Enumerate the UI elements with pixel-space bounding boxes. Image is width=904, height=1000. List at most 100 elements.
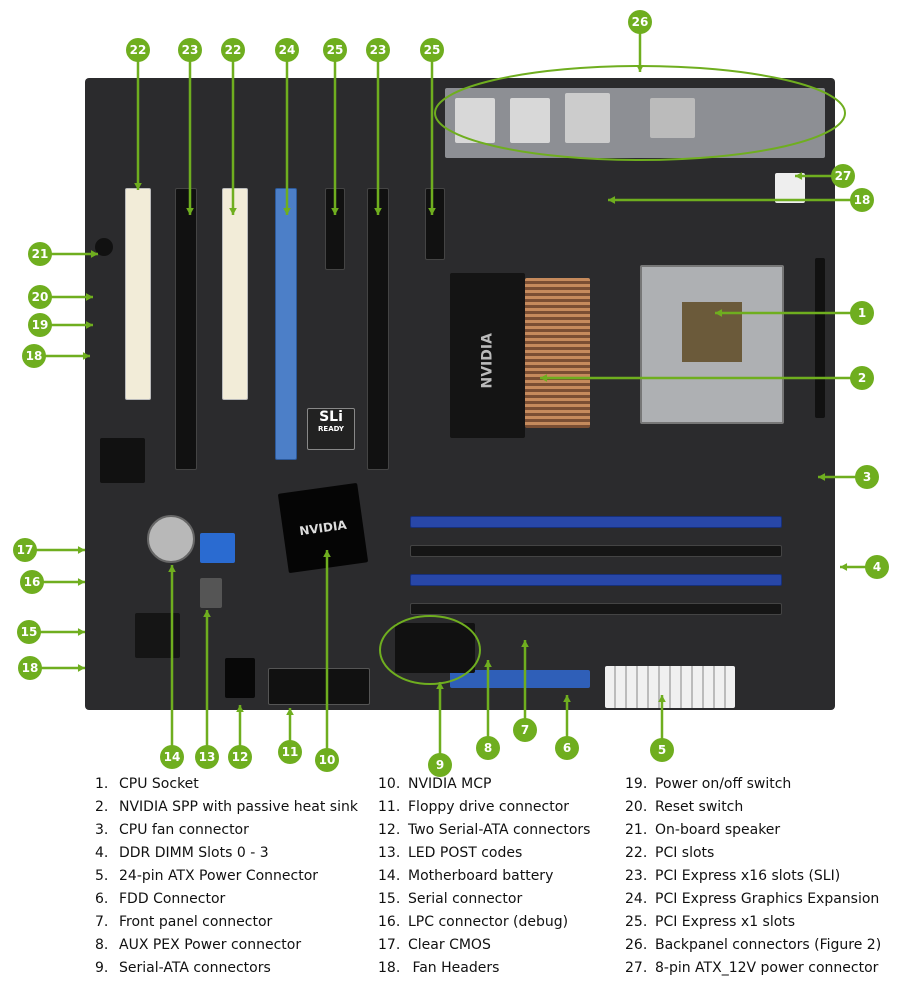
usb-ports: [650, 98, 695, 138]
callout-marker: 4: [865, 555, 889, 579]
legend-number: 14.: [378, 868, 401, 884]
pcie-x16-slot: [175, 188, 197, 470]
callout-marker: 21: [28, 242, 52, 266]
floppy-connector: [268, 668, 370, 705]
callout-marker: 20: [28, 285, 52, 309]
cpu-socket: [640, 265, 784, 424]
atx-24pin-connector: [605, 666, 735, 708]
legend-number: 24.: [625, 891, 648, 907]
callout-marker: 11: [278, 740, 302, 764]
legend-number: 18.: [378, 960, 401, 976]
legend-text: Clear CMOS: [408, 937, 491, 953]
usb-lan-port: [510, 98, 550, 143]
callout-arrowhead: [77, 664, 85, 672]
callout-marker: 27: [831, 164, 855, 188]
legend-number: 4.: [95, 845, 109, 861]
callout-arrowhead: [236, 705, 244, 713]
legend-item: 25.PCI Express x1 slots: [625, 912, 881, 935]
legend-text: LED POST codes: [408, 845, 523, 861]
legend-item: 1. CPU Socket: [95, 774, 358, 797]
callout-marker: 23: [178, 38, 202, 62]
jumper-block: [200, 533, 235, 563]
callout-marker: 19: [28, 313, 52, 337]
callout-arrowhead: [540, 374, 548, 382]
callout-arrowhead: [77, 546, 85, 554]
backpanel-highlight-ellipse: [434, 65, 846, 161]
legend-item: 19.Power on/off switch: [625, 774, 881, 797]
legend-item: 9. Serial-ATA connectors: [95, 958, 358, 981]
callout-marker: 5: [650, 738, 674, 762]
legend-item: 8.AUX PEX Power connector: [95, 935, 358, 958]
legend-number: 11.: [378, 799, 401, 815]
legend-number: 8.: [95, 937, 109, 953]
callout-marker: 16: [20, 570, 44, 594]
backpanel-connectors: [445, 88, 825, 158]
legend-item: 21. On-board speaker: [625, 820, 881, 843]
pci-slot: [125, 188, 151, 400]
bios-chip: [100, 438, 145, 483]
led-post-display: [200, 578, 222, 608]
legend-item: 5.24-pin ATX Power Connector: [95, 866, 358, 889]
callout-marker: 14: [160, 745, 184, 769]
legend-number: 23.: [625, 868, 648, 884]
legend-item: 27.8-pin ATX_12V power connector: [625, 958, 881, 981]
legend-number: 10.: [378, 776, 401, 792]
callout-arrowhead: [186, 207, 194, 215]
legend-text: Power on/off switch: [655, 776, 792, 792]
legend-number: 21.: [625, 822, 648, 838]
callout-arrowhead: [203, 610, 211, 618]
legend-item: 26.Backpanel connectors (Figure 2): [625, 935, 881, 958]
callout-arrowhead: [283, 207, 291, 215]
sli-ready-text: READY: [318, 425, 344, 433]
pcie-x1-slot: [425, 188, 445, 260]
legend-item: 16.LPC connector (debug): [378, 912, 590, 935]
callout-arrowhead: [521, 640, 529, 648]
legend-item: 18. Fan Headers: [378, 958, 590, 981]
audio-ports: [565, 93, 610, 143]
legend-number: 1.: [95, 776, 109, 792]
legend-item: 20.Reset switch: [625, 797, 881, 820]
legend-item: 7. Front panel connector: [95, 912, 358, 935]
callout-arrowhead: [82, 352, 90, 360]
legend-text: Front panel connector: [119, 914, 273, 930]
legend-item: 17.Clear CMOS: [378, 935, 590, 958]
legend-text: Motherboard battery: [408, 868, 554, 884]
legend-number: 9.: [95, 960, 109, 976]
legend-item: 15.Serial connector: [378, 889, 590, 912]
sata-connectors: [395, 623, 475, 673]
legend-item: 14. Motherboard battery: [378, 866, 590, 889]
legend-text: Fan Headers: [408, 960, 500, 976]
legend-item: 13. LED POST codes: [378, 843, 590, 866]
callout-arrowhead: [77, 578, 85, 586]
callout-arrowhead: [85, 321, 93, 329]
vrm-heatsink: [815, 258, 825, 418]
callout-arrowhead: [436, 682, 444, 690]
callout-arrowhead: [323, 550, 331, 558]
callout-marker: 18: [18, 656, 42, 680]
dimm-slot: [410, 574, 782, 586]
legend-text: On-board speaker: [655, 822, 781, 838]
callout-marker: 15: [17, 620, 41, 644]
legend-number: 13.: [378, 845, 401, 861]
legend-text: 8-pin ATX_12V power connector: [655, 960, 879, 976]
callout-marker: 13: [195, 745, 219, 769]
legend-item: 6.FDD Connector: [95, 889, 358, 912]
legend-text: Serial-ATA connectors: [119, 960, 271, 976]
legend-text: CPU fan connector: [119, 822, 249, 838]
dimm-slot: [410, 603, 782, 615]
legend-text: DDR DIMM Slots 0 - 3: [119, 845, 269, 861]
legend-text: CPU Socket: [119, 776, 199, 792]
pci-slot: [222, 188, 248, 400]
legend-number: 7.: [95, 914, 109, 930]
sli-text: SLi: [319, 409, 343, 425]
callout-marker: 18: [850, 188, 874, 212]
cmos-battery: [147, 515, 195, 563]
callout-arrowhead: [286, 708, 294, 716]
legend-number: 20.: [625, 799, 648, 815]
legend-item: 12.Two Serial-ATA connectors: [378, 820, 590, 843]
dimm-slot: [410, 545, 782, 557]
